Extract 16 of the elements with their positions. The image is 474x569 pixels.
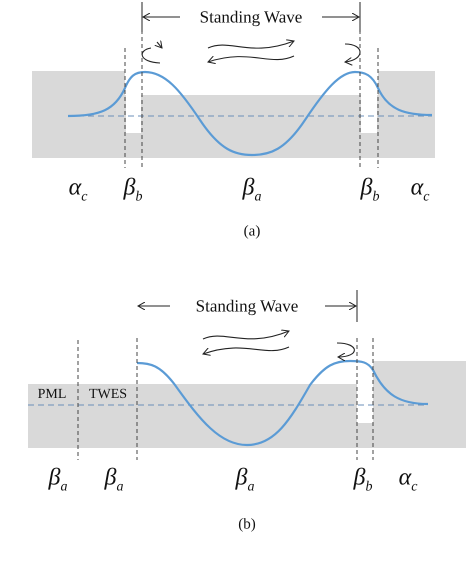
text-label: Standing Wave xyxy=(198,8,304,26)
symbol-label: α$_{c}$ xyxy=(410,176,430,204)
symbol-label: β$_{a}$ xyxy=(236,466,254,494)
panel-label: (a) xyxy=(244,224,260,240)
symbol-label: α$_{c}$ xyxy=(398,466,418,494)
panel-label: (b) xyxy=(238,518,256,532)
symbol-label: β$_{a}$ xyxy=(242,176,262,204)
symbol-label: β$_{b}$ xyxy=(360,176,380,204)
symbol-label: β$_{b}$ xyxy=(124,176,142,204)
region-label: PML xyxy=(38,388,66,402)
symbol-label: β$_{a}$ xyxy=(104,466,124,494)
symbol-label: β$_{b}$ xyxy=(354,466,372,494)
region-label: TWES xyxy=(88,388,128,402)
symbol-label: α$_{c}$ xyxy=(68,176,88,204)
symbol-label: β$_{a}$ xyxy=(48,466,68,494)
text-label: Standing Wave xyxy=(194,298,300,314)
